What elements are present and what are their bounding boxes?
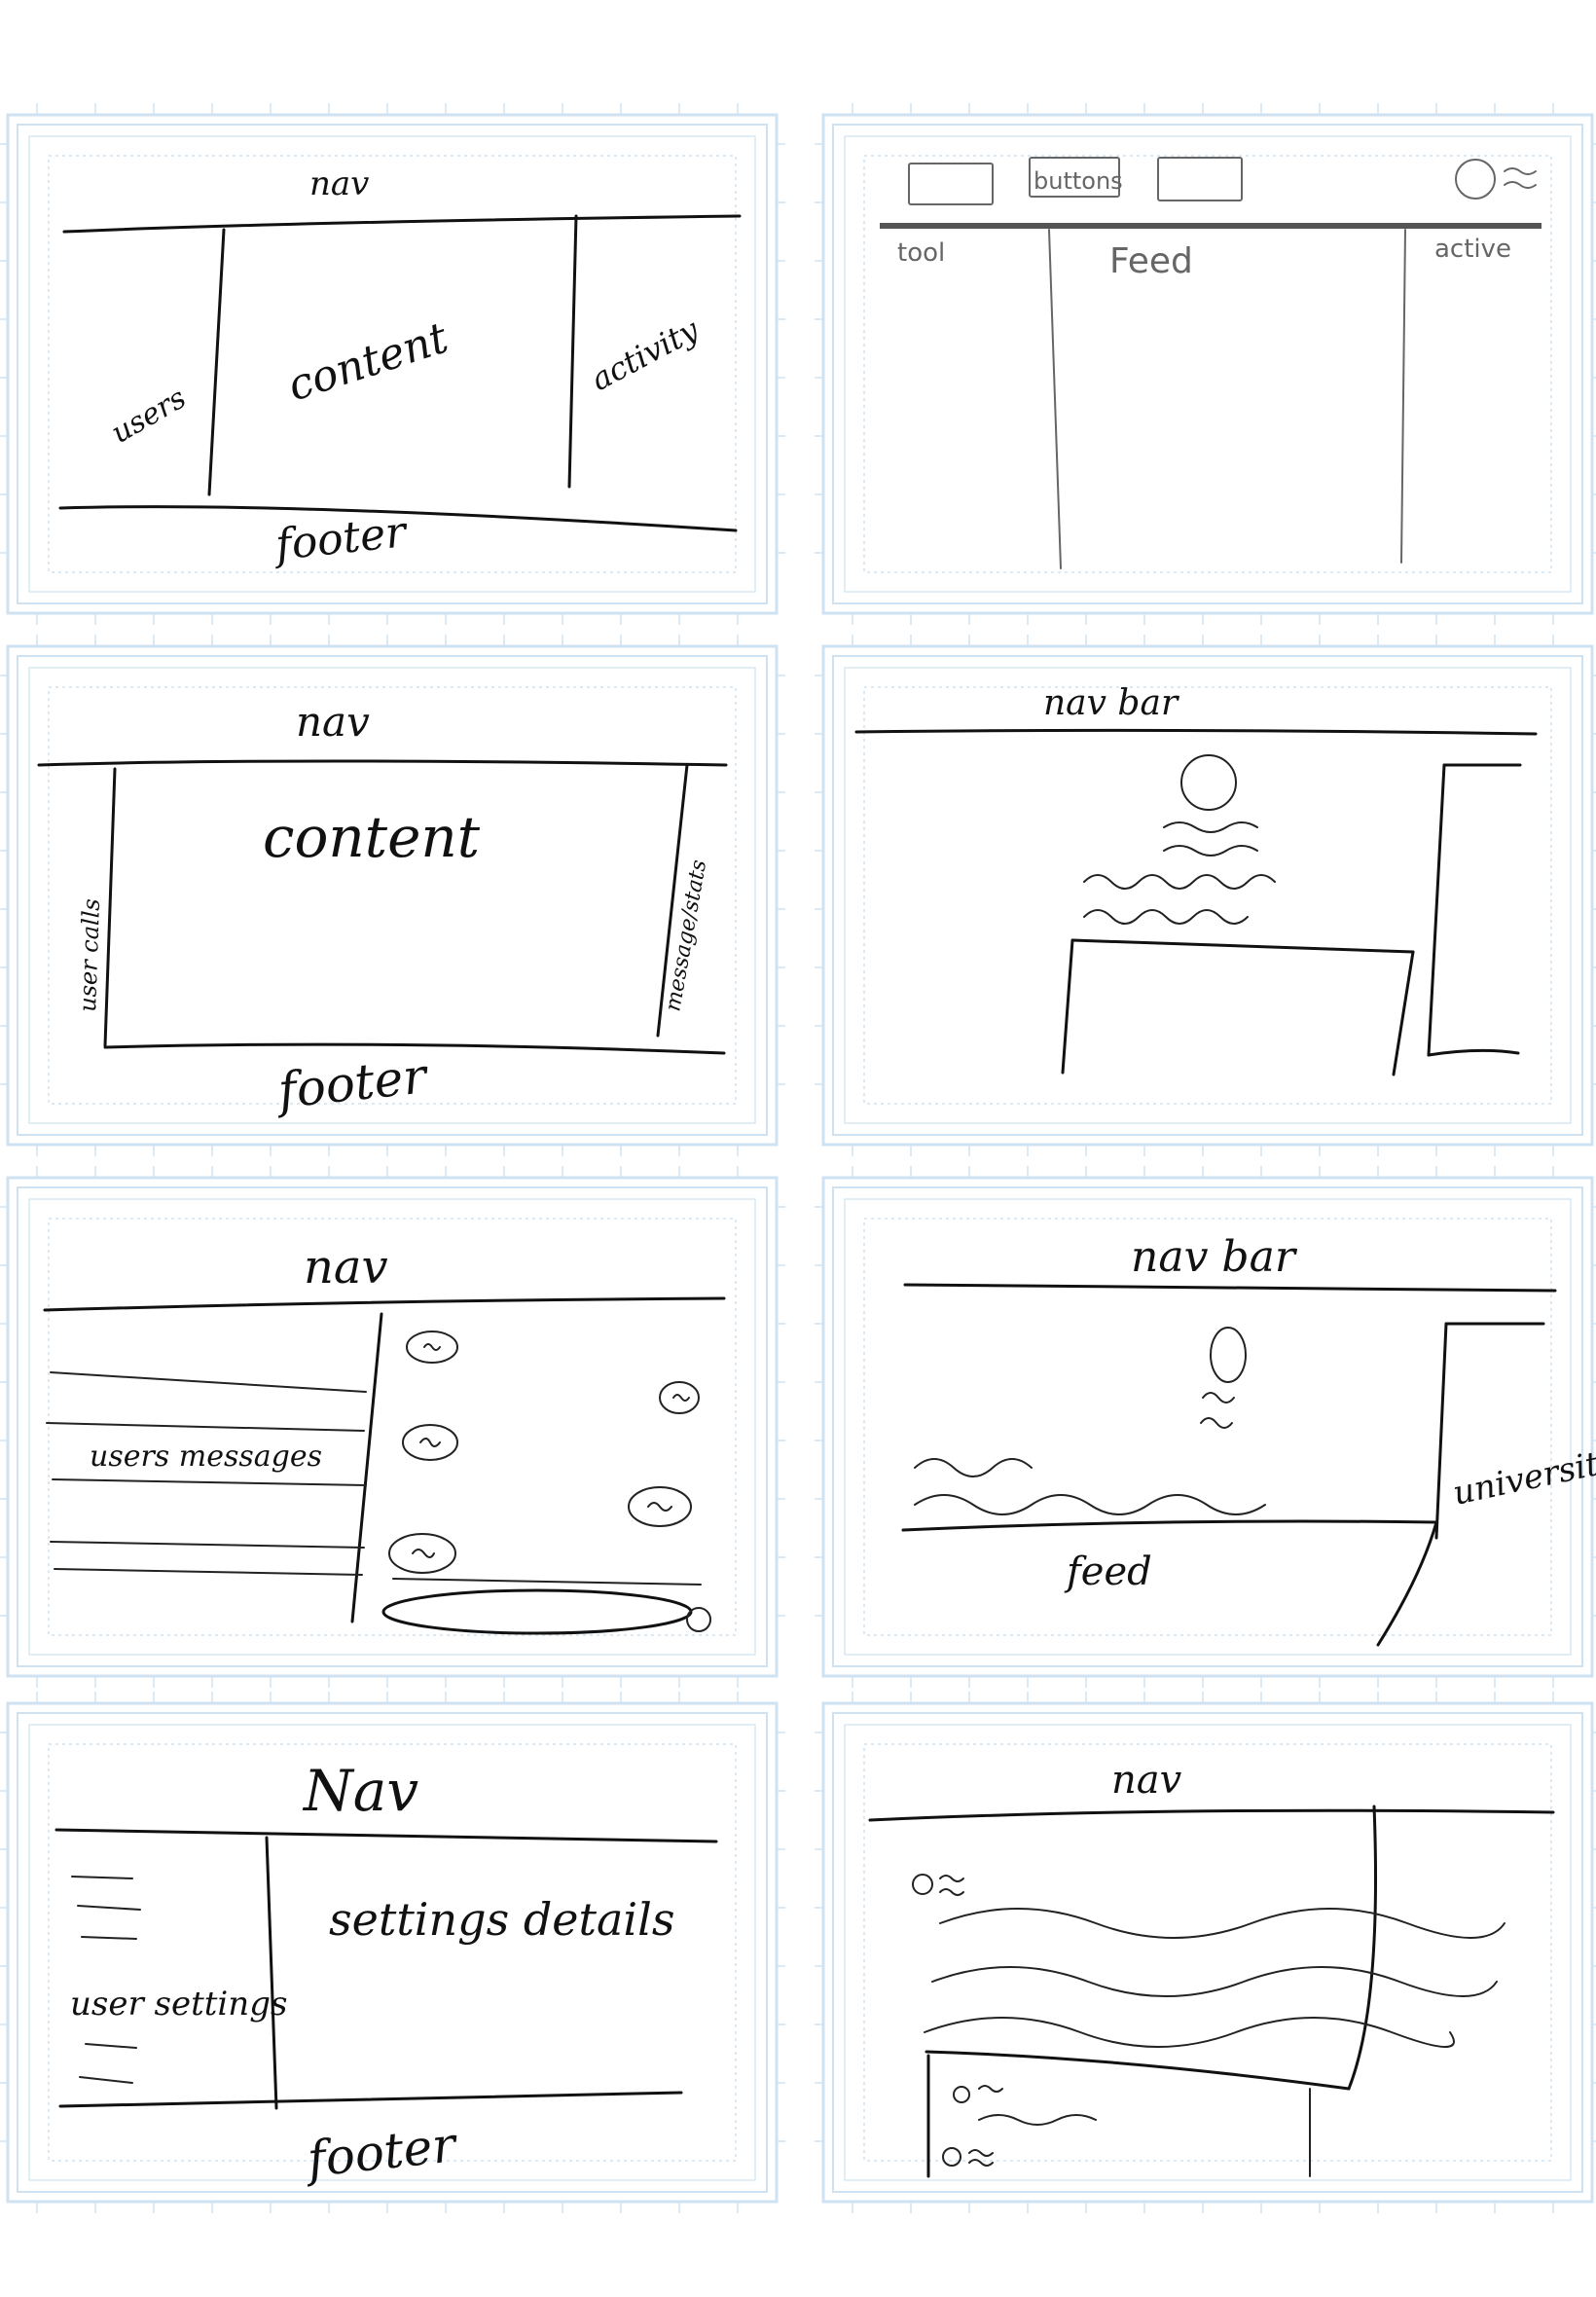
user-settings-label: user settings bbox=[70, 1985, 287, 2024]
frame-border bbox=[0, 103, 785, 625]
users-messages-label: users messages bbox=[90, 1440, 322, 1474]
feed-label: feed bbox=[1064, 1550, 1152, 1594]
nav-label: nav bbox=[1111, 1758, 1182, 1803]
nav-label: Nav bbox=[302, 1758, 418, 1824]
profile-avatar-icon bbox=[1180, 754, 1237, 811]
send-icon bbox=[686, 1607, 711, 1632]
frame-border bbox=[815, 1692, 1596, 2213]
chat-bubble bbox=[406, 1331, 458, 1364]
frame-border bbox=[0, 635, 785, 1156]
chat-bubble bbox=[402, 1424, 458, 1461]
wireframe-7: Nav user settings settings details foote… bbox=[54, 1758, 718, 2188]
frame-grid bbox=[0, 103, 1596, 2213]
content-label: content bbox=[282, 313, 454, 412]
buttons-label: buttons bbox=[1034, 167, 1123, 195]
chat-bubble bbox=[628, 1486, 692, 1527]
settings-details-label: settings details bbox=[329, 1893, 674, 1946]
frame-border bbox=[0, 1692, 785, 2213]
nav-label: nav bbox=[304, 1240, 388, 1294]
frame-border bbox=[815, 103, 1596, 625]
chat-bubble bbox=[659, 1381, 700, 1414]
nav-label: nav bbox=[309, 164, 369, 203]
avatar-icon bbox=[912, 1874, 933, 1895]
button-placeholder-3 bbox=[1157, 157, 1243, 201]
nav-bar-label: nav bar bbox=[1131, 1232, 1298, 1282]
wireframe-6: nav bar feed university bbox=[901, 1232, 1596, 1647]
nav-bar-label: nav bar bbox=[1043, 683, 1179, 723]
button-placeholder-2 bbox=[1029, 157, 1120, 198]
wireframe-2: buttons tool Feed active bbox=[880, 157, 1542, 569]
content-label: content bbox=[263, 804, 481, 870]
users-label: users bbox=[106, 382, 193, 451]
university-label: university bbox=[1450, 1440, 1596, 1513]
active-label: active bbox=[1434, 235, 1511, 264]
footer-label: footer bbox=[301, 2116, 461, 2188]
user-calls-label: user calls bbox=[74, 898, 105, 1012]
feed-label: Feed bbox=[1109, 241, 1193, 281]
nav-label: nav bbox=[296, 698, 370, 746]
frame-border bbox=[815, 1166, 1596, 1688]
footer-label: footer bbox=[271, 507, 412, 570]
chat-bubble bbox=[388, 1533, 456, 1574]
wireframe-5: nav users messages bbox=[43, 1240, 726, 1635]
frame-border bbox=[0, 1166, 785, 1688]
footer-label: footer bbox=[272, 1047, 432, 1119]
wireframe-3: nav content user calls message/stats foo… bbox=[37, 698, 728, 1119]
profile-avatar-icon bbox=[1210, 1327, 1247, 1383]
avatar-icon bbox=[1455, 159, 1496, 200]
activity-label: activity bbox=[585, 310, 706, 398]
wireframe-4: nav bar bbox=[854, 683, 1538, 1076]
wireframe-8: nav bbox=[868, 1758, 1555, 2178]
frame-border bbox=[815, 635, 1596, 1156]
message-input bbox=[381, 1588, 693, 1635]
button-placeholder-1 bbox=[908, 163, 994, 205]
wireframe-1: nav content users activity footer bbox=[58, 164, 742, 570]
tool-label: tool bbox=[897, 238, 945, 268]
